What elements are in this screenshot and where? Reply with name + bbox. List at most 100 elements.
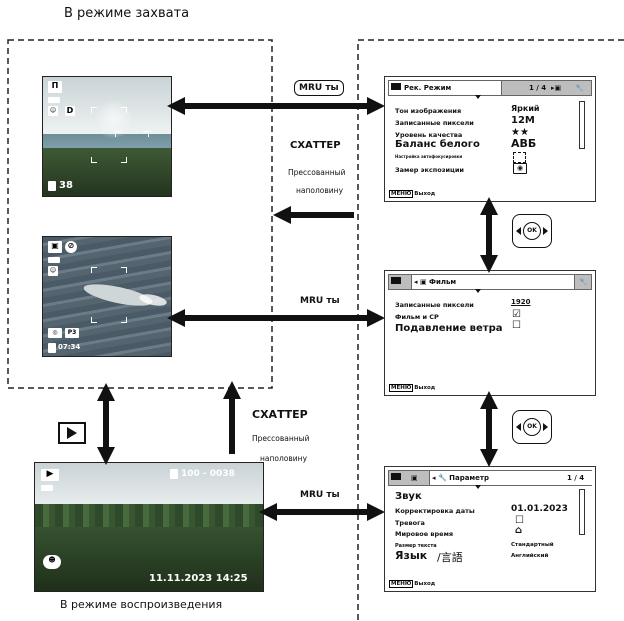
exit-label: Выход [414, 385, 436, 391]
ok-dpad-icon: OK [512, 214, 552, 248]
tab-movie[interactable]: ◂ ▣ Фильм [411, 275, 575, 289]
af-frame-corner [143, 131, 149, 137]
menu-item-label[interactable]: Тревога [395, 519, 425, 527]
wind-icon: ◎ [48, 328, 62, 338]
menu-tab-bar: ◂ ▣ Фильм 🔧 [388, 274, 592, 290]
menu-item-label[interactable]: Настройка автофокусировки [395, 154, 463, 159]
mru-label: MRU ты [300, 296, 340, 306]
half-press-label: наполовину [296, 186, 344, 195]
af-frame-corner [121, 157, 127, 163]
half-press-label: Прессованный [252, 434, 310, 443]
playback-icon: ▶ [41, 469, 59, 481]
menu-item-label[interactable]: Уровень качества [395, 131, 463, 139]
program-mode-icon: П [48, 81, 62, 93]
playback-datetime: 11.11.2023 14:25 [149, 573, 248, 584]
menu-item-value: Английский [511, 553, 549, 559]
flash-off-icon: ⊘ [65, 241, 77, 253]
pointer-icon [475, 289, 481, 293]
menu-item-label[interactable]: Мировое время [395, 530, 454, 538]
menu-item-label[interactable]: Тон изображения [395, 107, 462, 115]
menu-item-label[interactable]: Язык [395, 549, 428, 562]
menu-item-label[interactable]: Замер экспозиции [395, 166, 464, 174]
menu-item-label[interactable]: Корректировка даты [395, 507, 475, 515]
menu-item-value[interactable]: ☑ [512, 309, 521, 320]
menu-item-value[interactable]: ☐ [515, 515, 524, 526]
camera-tab-icon[interactable] [389, 275, 411, 289]
af-frame-corner [91, 107, 97, 113]
camera-tab-icon[interactable] [389, 471, 411, 485]
wrench-tab-icon[interactable]: 🔧 [579, 278, 588, 286]
menu-item-label[interactable]: Баланс белого [395, 139, 480, 150]
playback-button-icon [58, 422, 86, 444]
af-frame-corner [91, 317, 97, 323]
memory-card-icon [170, 469, 178, 479]
menu-tab-bar: Рек. Режим 1 / 4 ▸▣ 🔧 [388, 80, 592, 96]
af-area-icon [513, 152, 526, 163]
menu-scrollbar[interactable] [579, 489, 585, 535]
tab-rec-mode-label: Рек. Режим [404, 84, 452, 92]
shots-remaining: 38 [59, 180, 73, 191]
playback-screen: ▶ 100 - 0038 ☻ 11.11.2023 14:25 [34, 462, 264, 592]
menu-item-label-alt: /言語 [437, 551, 463, 564]
shutter-label: СХАТТЕР [252, 408, 308, 421]
movie-mode-icon: ▣ [48, 241, 62, 253]
tab-rec-mode[interactable]: Рек. Режим [389, 81, 502, 95]
menu-key: МЕНЮ [389, 190, 414, 198]
menu-item-label[interactable]: Звук [395, 491, 422, 502]
menu-scrollbar[interactable] [579, 101, 585, 149]
ok-label: OK [523, 418, 541, 436]
ok-dpad-icon: OK [512, 410, 552, 444]
movie-tab-icon[interactable]: ▸▣ [551, 84, 562, 92]
movie-menu: ◂ ▣ Фильм 🔧 Записанные пиксели 1920 Филь… [384, 270, 596, 396]
face-recognition-icon: ☻ [43, 555, 61, 569]
ok-label: OK [523, 222, 541, 240]
menu-item-label[interactable]: Подавление ветра [395, 323, 503, 334]
menu-page: 1 / 4 [567, 474, 585, 482]
movie-tab-icon[interactable]: ▣ [411, 474, 418, 482]
half-press-label: Прессованный [288, 168, 346, 177]
menu-item-value: 01.01.2023 [511, 504, 568, 514]
d-range-icon: D [65, 106, 75, 116]
menu-item-value: ★★ [511, 127, 529, 138]
setup-menu: ▣ ◂ 🔧 Параметр 1 / 4 Звук Корректировка … [384, 466, 596, 592]
tab-setup[interactable]: ◂ 🔧 Параметр [429, 471, 594, 485]
menu-item-label[interactable]: Размер текста [395, 543, 437, 549]
af-frame-corner [115, 131, 121, 137]
menu-item-value: 12M [511, 115, 535, 126]
af-frame-corner [121, 267, 127, 273]
menu-key: МЕНЮ [389, 384, 414, 392]
rec-mode-menu: Рек. Режим 1 / 4 ▸▣ 🔧 Тон изображения Яр… [384, 76, 596, 202]
menu-item-value: Стандартный [511, 542, 554, 548]
shutter-label: СХАТТЕР [290, 140, 341, 151]
file-number: 100 - 0038 [181, 469, 235, 479]
mru-button-label: MRU ты [294, 80, 344, 96]
capture-screen-still: П ☺ D 38 [42, 76, 172, 197]
time-remaining: 07:34 [58, 343, 81, 351]
menu-item-label[interactable]: Записанные пиксели [395, 301, 474, 309]
menu-item-value: 1920 [511, 298, 531, 306]
af-frame-corner [91, 157, 97, 163]
menu-tab-bar: ▣ ◂ 🔧 Параметр 1 / 4 [388, 470, 594, 486]
menu-item-label[interactable]: Фильм и СР [395, 313, 439, 321]
menu-item-value: Яркий [511, 104, 540, 113]
menu-item-value: АВБ [511, 137, 537, 150]
af-frame-corner [91, 267, 97, 273]
camera-icon [391, 83, 401, 90]
exit-label: Выход [414, 581, 436, 587]
menu-item-label[interactable]: Записанные пиксели [395, 119, 474, 127]
wrench-tab-icon[interactable]: 🔧 [575, 84, 584, 92]
menu-key: МЕНЮ [389, 580, 414, 588]
face-detect-icon: ☺ [48, 266, 58, 276]
face-detect-icon: ☺ [48, 106, 58, 116]
memory-card-icon [48, 181, 56, 191]
menu-item-value[interactable]: ☐ [512, 320, 521, 331]
playback-mode-heading: В режиме воспроизведения [60, 598, 223, 611]
tab-movie-label: Фильм [429, 278, 457, 286]
battery-icon [41, 485, 53, 491]
pointer-icon [475, 95, 481, 99]
exit-label: Выход [414, 191, 436, 197]
memory-card-icon [48, 343, 56, 353]
